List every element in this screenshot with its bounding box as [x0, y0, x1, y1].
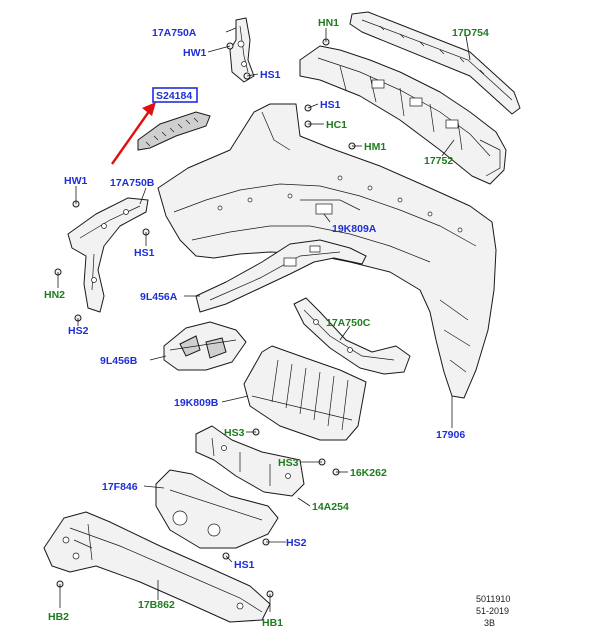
label-HB1: HB1	[262, 617, 283, 629]
label-17A750C: 17A750C	[326, 317, 371, 329]
label-HS3-a: HS3	[224, 427, 245, 439]
part-9L456A	[195, 239, 367, 313]
label-HS2-left: HS2	[68, 325, 89, 337]
label-HM1: HM1	[364, 141, 386, 153]
label-HS3-b: HS3	[278, 457, 299, 469]
label-HN2: HN2	[44, 289, 65, 301]
part-19K809B-diffuser	[243, 345, 367, 441]
part-labels: 17A750A HW1 HS1 HN1 17D754 S24184 HS1 HC…	[44, 17, 489, 629]
reference-line-2: 51-2019	[476, 606, 509, 616]
part-17A750A-bracket	[229, 17, 255, 83]
label-17D754: 17D754	[452, 27, 489, 39]
label-14A254: 14A254	[312, 501, 349, 513]
leader-lines	[57, 27, 471, 612]
reference-line-3: 3B	[484, 618, 495, 628]
highlight-box	[152, 87, 198, 103]
label-17B862: 17B862	[138, 599, 175, 611]
label-17752: 17752	[424, 155, 453, 167]
label-highlighted-part: S24184	[156, 90, 192, 102]
label-17A750B: 17A750B	[110, 177, 155, 189]
label-HB2: HB2	[48, 611, 69, 623]
reference-line-1: 5011910	[476, 594, 510, 604]
label-HW1-left: HW1	[64, 175, 87, 187]
label-HW1-top: HW1	[183, 47, 206, 59]
label-9L456A: 9L456A	[140, 291, 178, 303]
label-17F846: 17F846	[102, 481, 138, 493]
part-17752-absorber	[299, 45, 507, 185]
part-9L456B	[163, 321, 247, 371]
label-19K809B: 19K809B	[174, 397, 219, 409]
part-17A750B-bracket	[67, 197, 149, 313]
label-19K809A: 19K809A	[332, 223, 377, 235]
label-HS2-bottom: HS2	[286, 537, 307, 549]
part-17B862-beam	[43, 511, 271, 623]
label-17906: 17906	[436, 429, 465, 441]
red-arrow-icon	[111, 102, 156, 165]
part-17F846-panel	[155, 469, 279, 549]
part-17D754-bar	[349, 11, 521, 115]
label-HS1-top: HS1	[260, 69, 281, 81]
part-S24184-grille	[137, 111, 211, 151]
diagram-reference: 5011910 51-2019 3B	[476, 594, 510, 628]
label-HS1-bottom: HS1	[234, 559, 255, 571]
label-HC1: HC1	[326, 119, 347, 131]
label-HN1: HN1	[318, 17, 339, 29]
part-16K262-bracket	[195, 425, 305, 497]
label-16K262: 16K262	[350, 467, 387, 479]
part-17A750C-bracket	[293, 297, 411, 375]
label-HS1-left: HS1	[134, 247, 155, 259]
label-9L456B: 9L456B	[100, 355, 138, 367]
label-17A750A: 17A750A	[152, 27, 197, 39]
label-HS1-mid: HS1	[320, 99, 341, 111]
